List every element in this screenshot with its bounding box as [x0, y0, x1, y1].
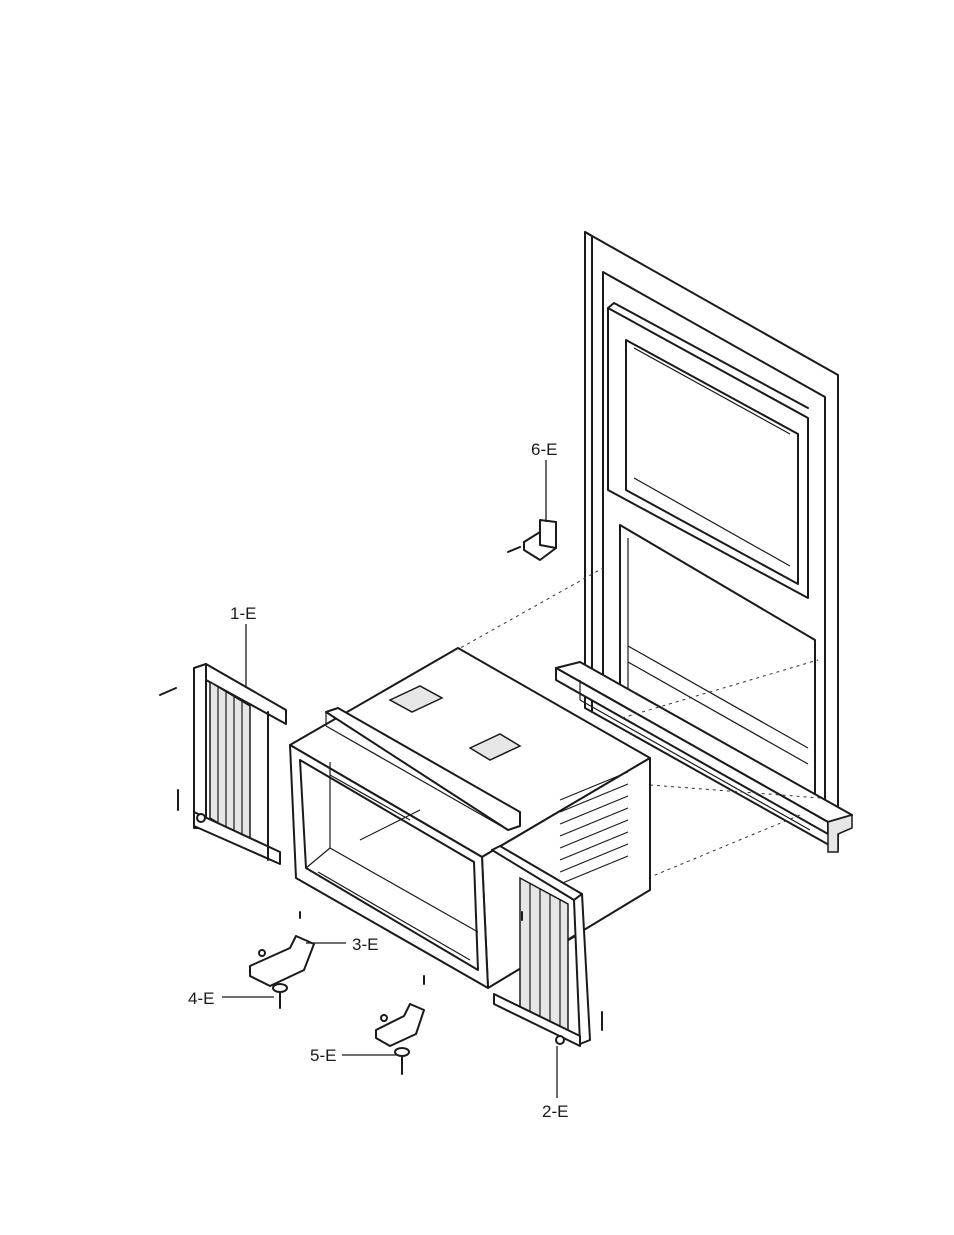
- support-bracket-5e: [376, 1004, 424, 1046]
- label-2e: 2-E: [542, 1102, 568, 1121]
- bracket-6e: [508, 520, 556, 560]
- label-3e: 3-E: [352, 935, 378, 954]
- support-bracket-3e: [250, 936, 314, 986]
- side-curtain-left: [160, 664, 286, 864]
- label-1e: 1-E: [230, 604, 256, 623]
- bolt-5e: [395, 1048, 409, 1074]
- label-6e: 6-E: [531, 440, 557, 459]
- bolt-4e: [273, 984, 287, 1008]
- label-4e: 4-E: [188, 989, 214, 1008]
- label-5e: 5-E: [310, 1046, 336, 1065]
